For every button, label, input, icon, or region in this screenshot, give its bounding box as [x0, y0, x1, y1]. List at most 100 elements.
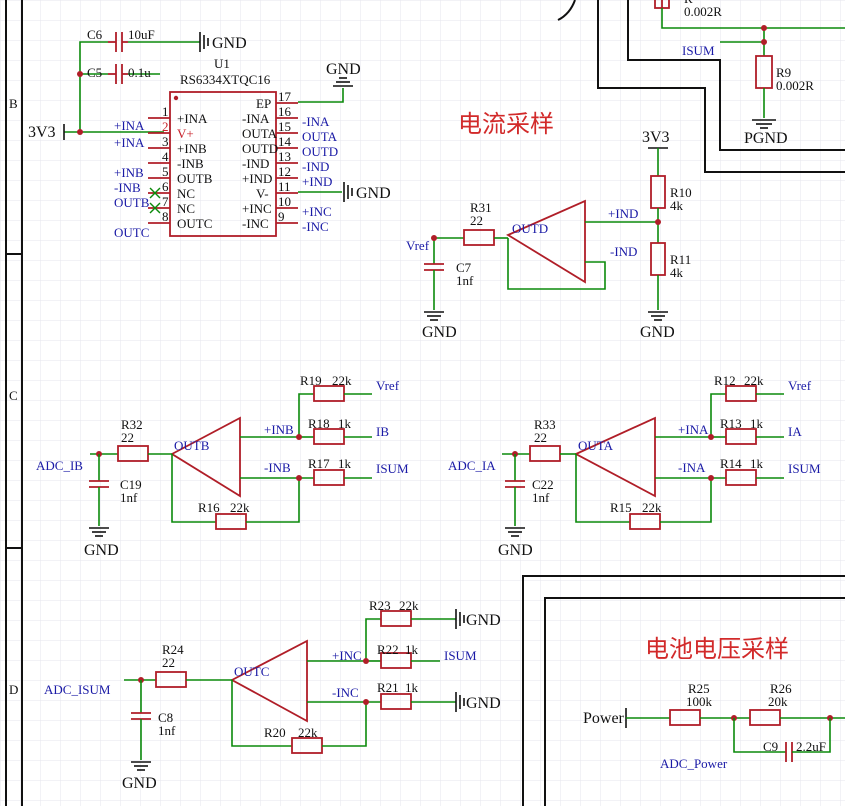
r13-ref: R13 — [720, 416, 742, 431]
u1-pin-name-right: EP — [256, 96, 271, 111]
opamp-d-section: OUTD Vref R31 22 +IND -IND C7 1nf GND 3V… — [406, 129, 692, 341]
u1-pin-number-right: 13 — [278, 149, 291, 164]
u1-pin-number-right: 17 — [278, 89, 292, 104]
shunt-frame — [557, 0, 845, 173]
gnd-c7: GND — [422, 324, 457, 341]
net-plus-ina: +INA — [678, 422, 709, 437]
net-vref-a: Vref — [788, 378, 812, 393]
u1-net-label-right: OUTA — [302, 129, 338, 144]
gnd-c6: GND — [212, 35, 247, 52]
net-plus-inc: +INC — [332, 648, 362, 663]
opamp-c-symbol — [230, 639, 308, 723]
r23-ref: R23 — [369, 598, 391, 613]
vminus-gnd: GND — [298, 182, 391, 202]
u1-net-label-right: +IND — [302, 174, 332, 189]
shunt-section: R 0.002R ISUM R9 0.002R PGND — [654, 0, 845, 147]
u1-pin-number-right: 15 — [278, 119, 291, 134]
r12-ref: R12 — [714, 373, 736, 388]
gnd-vminus: GND — [356, 185, 391, 202]
net-vref-d: Vref — [406, 238, 430, 253]
u1-pin-number-left: 7 — [162, 194, 169, 209]
r32-value: 22 — [121, 430, 134, 445]
net-plus-ina-left: +INA — [114, 118, 145, 133]
opamp-c-section: OUTC ADC_ISUM R24 22 C8 1nf GND R20 22k … — [44, 598, 501, 792]
r9-value: 0.002R — [776, 78, 814, 93]
u1-pin-number-left: 5 — [162, 164, 169, 179]
r22-value: 1k — [405, 642, 419, 657]
u1-net-label-left: OUTC — [114, 225, 149, 240]
u1-pin-number-left: 1 — [162, 104, 169, 119]
u1-pin-name-right: +INC — [242, 201, 272, 216]
sheet-border: B C D — [5, 0, 23, 806]
r-top-value: 0.002R — [684, 4, 722, 19]
c8-value: 1nf — [158, 723, 176, 738]
u1-pin-number-left: 4 — [162, 149, 169, 164]
r12-value: 22k — [744, 373, 764, 388]
net-isum-c: ISUM — [444, 648, 477, 663]
c9-ref: C9 — [763, 739, 778, 754]
net-vref-b: Vref — [376, 378, 400, 393]
u1-pin-name-right: -INA — [242, 111, 270, 126]
r19-ref: R19 — [300, 373, 322, 388]
row-label-b: B — [9, 96, 18, 111]
r33-value: 22 — [534, 430, 547, 445]
u1-net-label-right: -INC — [302, 219, 329, 234]
decoupling-section: C6 10uF C5 0.1u GND 3V3 +INA — [28, 27, 247, 141]
r9-ref: R9 — [776, 65, 791, 80]
u1-pin-number-right: 10 — [278, 194, 291, 209]
r31-ref: R31 — [470, 200, 492, 215]
r24-value: 22 — [162, 655, 175, 670]
r15-value: 22k — [642, 500, 662, 515]
r13-value: 1k — [750, 416, 764, 431]
r17-ref: R17 — [308, 456, 330, 471]
c5-value: 0.1u — [128, 65, 151, 80]
u1-pin-name-left: OUTB — [177, 171, 213, 186]
u1-pin-name-left: NC — [177, 201, 195, 216]
battery-divider-section: Power R25 100k R26 20k C9 2.2uF ADC_Powe… — [583, 681, 845, 771]
u1-net-label-right: +INC — [302, 204, 332, 219]
nc-mark — [149, 187, 161, 199]
u1-pin-name-right: -IND — [242, 156, 269, 171]
opamp-b-section: OUTB ADC_IB R32 22 C19 1nf GND R16 22k +… — [36, 373, 409, 559]
net-minus-ind: -IND — [610, 244, 637, 259]
r26-value: 20k — [768, 694, 788, 709]
u1-part: RS6334XTQC16 — [180, 72, 271, 87]
u1-pin-number-right: 11 — [278, 179, 291, 194]
net-power: Power — [583, 710, 625, 727]
net-outa: OUTA — [578, 438, 614, 453]
r14-ref: R14 — [720, 456, 742, 471]
r-top-ref: R — [684, 0, 693, 6]
opamp-d-symbol — [506, 199, 586, 284]
title-battery-voltage: 电池电压采样 — [645, 636, 789, 663]
u1-pin-name-right: +IND — [242, 171, 272, 186]
u1-pin-number-right: 16 — [278, 104, 292, 119]
r15-ref: R15 — [610, 500, 632, 515]
r25-ref: R25 — [688, 681, 710, 696]
c9-value: 2.2uF — [796, 739, 826, 754]
u1-pin-name-left: -INB — [177, 156, 204, 171]
r33-ref: R33 — [534, 417, 556, 432]
c7-ref: C7 — [456, 260, 472, 275]
r26-ref: R26 — [770, 681, 792, 696]
net-isum-top: ISUM — [682, 43, 715, 58]
u1-pin-name-right: -INC — [242, 216, 269, 231]
net-minus-inb: -INB — [264, 460, 291, 475]
u1-pin-name-left: NC — [177, 186, 195, 201]
u1-pin-number-left: 6 — [162, 179, 169, 194]
r25-value: 100k — [686, 694, 713, 709]
opamp-b-symbol — [170, 416, 241, 498]
net-pgnd: PGND — [744, 130, 788, 147]
r14-value: 1k — [750, 456, 764, 471]
u1-pin-name-left: +INA — [177, 111, 208, 126]
opamp-a-section: OUTA ADC_IA R33 22 C22 1nf GND R15 22k +… — [448, 373, 821, 559]
u1-pin-name-right: V- — [256, 186, 269, 201]
net-adc-isum: ADC_ISUM — [44, 682, 111, 697]
u1-pin-number-left: 3 — [162, 134, 169, 149]
r16-ref: R16 — [198, 500, 220, 515]
gnd-c22: GND — [498, 542, 533, 559]
net-outd: OUTD — [512, 221, 548, 236]
net-ia: IA — [788, 424, 802, 439]
